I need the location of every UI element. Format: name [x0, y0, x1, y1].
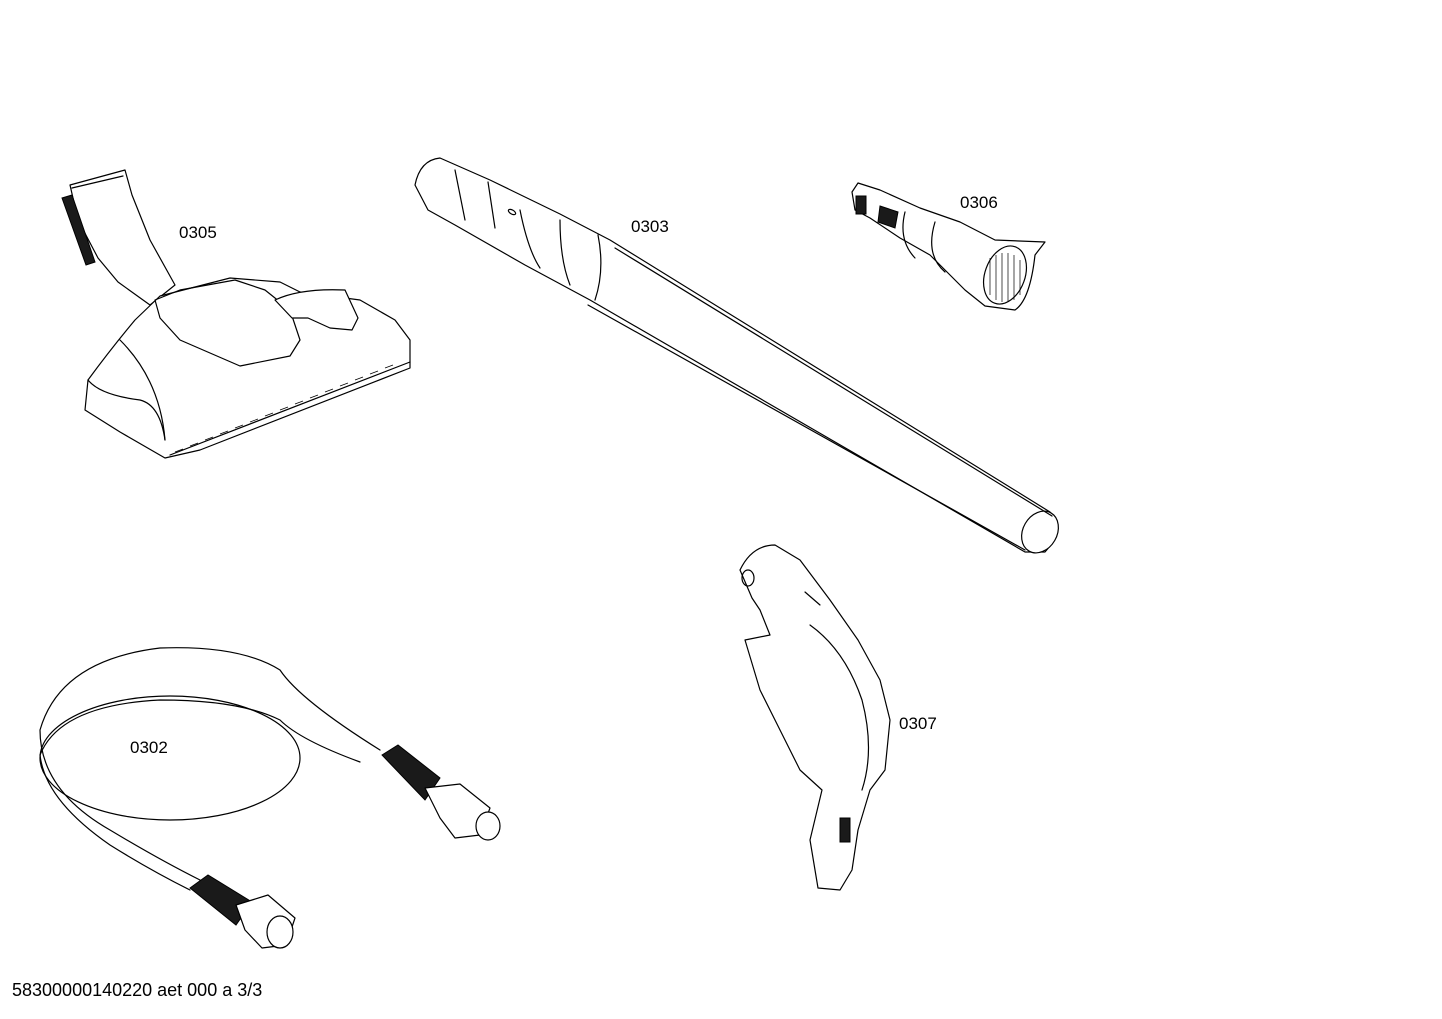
part-label-0303: 0303	[631, 217, 669, 236]
part-label-0306: 0306	[960, 193, 998, 212]
document-code: 58300000140220 aet 000 a 3/3	[12, 980, 263, 1000]
floor-nozzle-drawing[interactable]	[61, 169, 411, 459]
handle-drawing[interactable]	[739, 544, 891, 891]
part-label-0302: 0302	[130, 738, 168, 757]
part-label-0305: 0305	[179, 223, 217, 242]
telescopic-tube-drawing[interactable]	[414, 157, 1066, 560]
crevice-brush-nozzle-drawing[interactable]	[851, 182, 1046, 311]
part-label-0307: 0307	[899, 714, 937, 733]
hose-drawing[interactable]	[39, 647, 501, 949]
